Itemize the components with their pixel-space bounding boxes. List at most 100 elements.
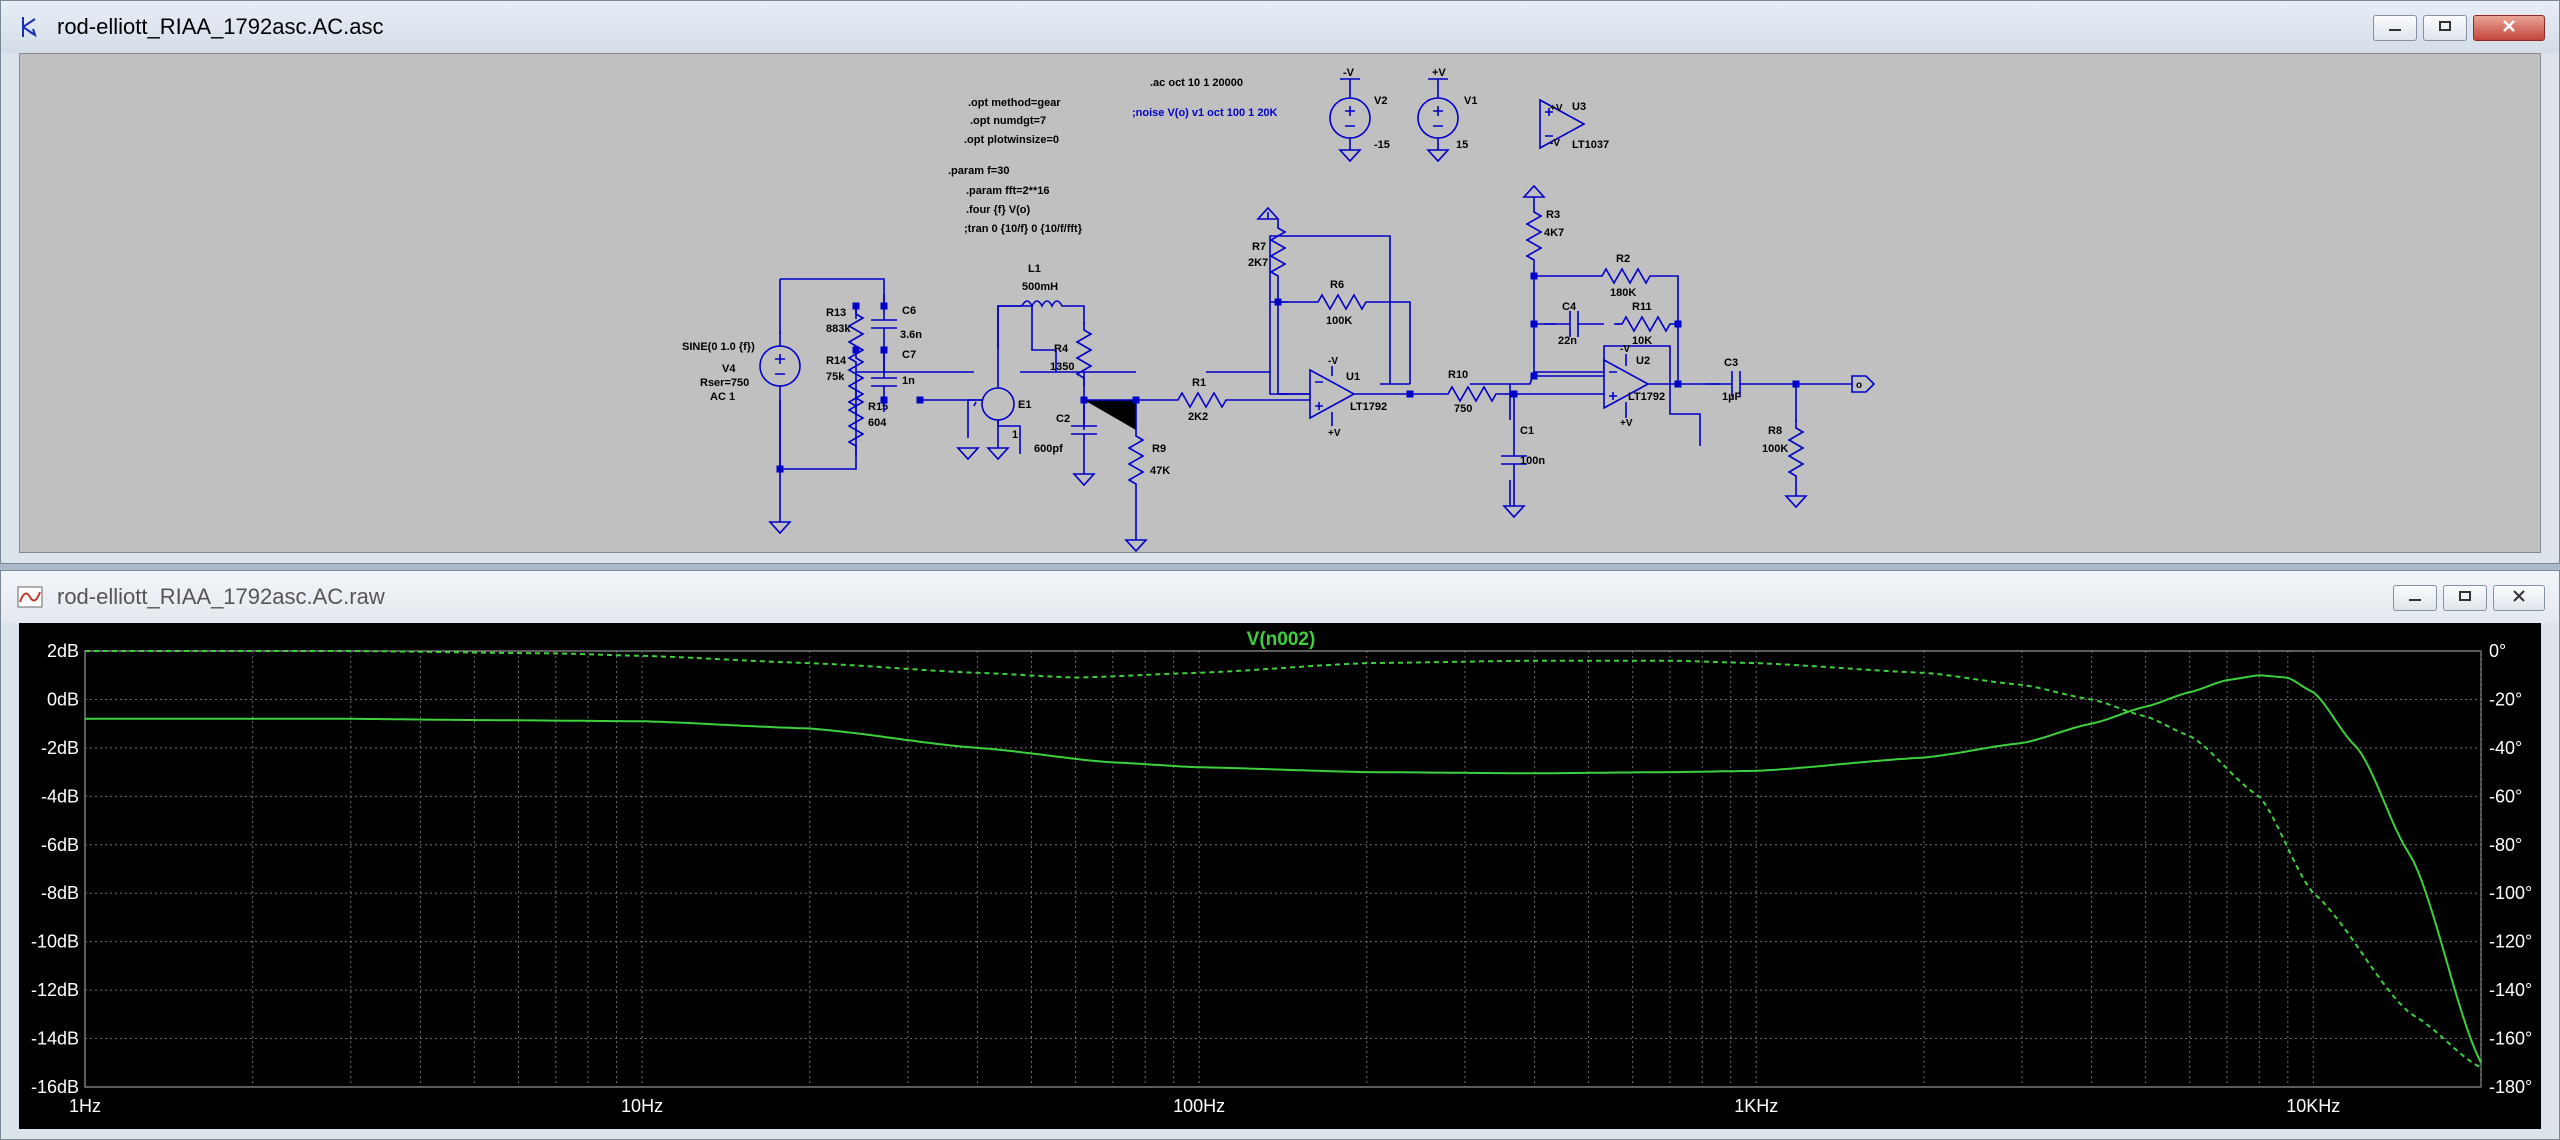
restore-icon: [2437, 19, 2453, 38]
l1-label: L1: [1028, 263, 1041, 275]
close-button[interactable]: [2473, 15, 2545, 41]
phase-trace[interactable]: [85, 650, 2482, 1069]
x-tick-label: 100Hz: [1173, 1096, 1225, 1116]
restore-icon: [2457, 589, 2473, 608]
vcvs-e1[interactable]: E1 1: [920, 349, 1031, 460]
v4-ac: AC 1: [710, 391, 735, 403]
c6-label: C6: [902, 305, 916, 317]
resistor-r15[interactable]: R15 604: [848, 389, 888, 455]
source-v4[interactable]: SINE(0 1.0 {f}) V4 Rser=750 AC 1: [682, 331, 801, 534]
directive-four[interactable]: .four {f} V(o): [966, 204, 1030, 216]
capacitor-c6[interactable]: C6 3.6n: [870, 293, 922, 355]
capacitor-c3[interactable]: C3 1µF: [1705, 357, 1767, 403]
resistor-r3[interactable]: R3 4K7: [1522, 184, 1564, 276]
plot-frame: [84, 650, 2482, 1088]
v1-value: 15: [1456, 139, 1468, 151]
v2-value: -15: [1374, 139, 1390, 151]
trace-label[interactable]: V(n002): [1247, 629, 1316, 650]
y-tick-label-left: -8dB: [41, 883, 79, 903]
opamp-u1[interactable]: -V +V U1 LT1792: [1278, 356, 1387, 439]
r3-label: R3: [1546, 209, 1560, 221]
r15-label: R15: [868, 401, 888, 413]
y-tick-label-left: -4dB: [41, 786, 79, 806]
schematic-window: rod-elliott_RIAA_1792asc.AC.asc .opt met…: [0, 0, 2560, 564]
magnitude-trace[interactable]: [85, 674, 2482, 1064]
opamp-u3[interactable]: +V -V U3 LT1037: [1539, 99, 1609, 151]
directive-param-fft[interactable]: .param fft=2**16: [966, 185, 1049, 197]
capacitor-c2[interactable]: C2 600pf: [1034, 399, 1098, 486]
c4-label: C4: [1562, 301, 1577, 313]
output-label: o: [1856, 380, 1862, 391]
resistor-r2[interactable]: R2 180K: [1534, 253, 1679, 382]
c3-value: 1µF: [1722, 391, 1741, 403]
c1-value: 100n: [1520, 455, 1545, 467]
r8-label: R8: [1768, 425, 1782, 437]
y-tick-label-right: -40°: [2489, 738, 2522, 758]
directive-param-f[interactable]: .param f=30: [948, 165, 1009, 177]
svg-text:-V: -V: [1343, 67, 1355, 79]
u3-value: LT1037: [1572, 139, 1609, 151]
resistor-r14[interactable]: R14 75k: [826, 349, 864, 415]
supply-v2[interactable]: -V V2 -15: [1329, 67, 1390, 162]
schematic-titlebar[interactable]: rod-elliott_RIAA_1792asc.AC.asc: [1, 1, 2559, 53]
plot-titlebar[interactable]: rod-elliott_RIAA_1792asc.AC.raw: [1, 571, 2559, 623]
directive-opt-method[interactable]: .opt method=gear: [968, 97, 1061, 109]
output-port[interactable]: o: [1851, 375, 1876, 393]
resistor-r1[interactable]: R1 2K2: [1136, 377, 1288, 423]
directive-opt-plotwinsize[interactable]: .opt plotwinsize=0: [964, 134, 1059, 146]
c4-value: 22n: [1558, 335, 1577, 347]
capacitor-c1[interactable]: C1 100n: [1500, 394, 1545, 518]
x-tick-label: 1KHz: [1734, 1096, 1778, 1116]
opamp-u2[interactable]: -V +V U2 LT1792: [1514, 344, 1665, 429]
supply-v1[interactable]: +V V1 15: [1417, 67, 1477, 162]
y-tick-label-right: -140°: [2489, 980, 2532, 1000]
plot-minimize-button[interactable]: [2393, 585, 2437, 611]
resistor-r9[interactable]: R9 47K: [1084, 399, 1170, 552]
plot-title: rod-elliott_RIAA_1792asc.AC.raw: [57, 584, 385, 609]
resistor-r7[interactable]: R7 2K7: [1248, 206, 1286, 302]
r10-label: R10: [1448, 369, 1468, 381]
resistor-r4[interactable]: R4 1350: [1050, 321, 1092, 387]
r1-value: 2K2: [1188, 411, 1208, 423]
spice-directives[interactable]: .opt method=gear .opt numdgt=7 .opt plot…: [948, 77, 1278, 235]
resistor-r11[interactable]: R11 10K: [1613, 301, 1679, 347]
close-icon: [2501, 19, 2517, 38]
plot-restore-button[interactable]: [2443, 585, 2487, 611]
capacitor-c4[interactable]: C4 22n: [1533, 276, 1620, 347]
x-tick-label: 10KHz: [2286, 1096, 2340, 1116]
svg-text:+V: +V: [1620, 418, 1633, 429]
y-tick-label-left: -12dB: [31, 980, 79, 1000]
r9-label: R9: [1152, 443, 1166, 455]
r10-value: 750: [1454, 403, 1472, 415]
directive-opt-numdgt[interactable]: .opt numdgt=7: [970, 115, 1046, 127]
y-tick-label-left: -10dB: [31, 932, 79, 952]
resistor-r13[interactable]: R13 883k: [826, 305, 864, 371]
inductor-l1[interactable]: L1 500mH: [997, 263, 1085, 349]
r11-label: R11: [1632, 301, 1652, 313]
directive-ac[interactable]: .ac oct 10 1 20000: [1150, 77, 1243, 89]
directive-tran[interactable]: ;tran 0 {10/f} 0 {10/f/fft}: [964, 223, 1083, 235]
capacitor-c7[interactable]: C7 1n: [870, 349, 916, 413]
u2-value: LT1792: [1628, 391, 1665, 403]
directive-noise[interactable]: ;noise V(o) v1 oct 100 1 20K: [1132, 107, 1278, 119]
u2-label: U2: [1636, 355, 1650, 367]
c2-label: C2: [1056, 413, 1070, 425]
c7-value: 1n: [902, 375, 915, 387]
plot-grid: [84, 650, 2482, 1088]
plot-close-button[interactable]: [2493, 585, 2545, 611]
resistor-r8[interactable]: R8 100K: [1762, 384, 1807, 508]
r15-value: 604: [868, 417, 887, 429]
resistor-r10[interactable]: R10 750: [1410, 369, 1514, 415]
restore-button[interactable]: [2423, 15, 2467, 41]
x-tick-label: 1Hz: [69, 1096, 101, 1116]
c2-value: 600pf: [1034, 443, 1063, 455]
schematic-app-icon: [15, 12, 45, 42]
y-tick-label-right: -60°: [2489, 786, 2522, 806]
r4-label: R4: [1054, 343, 1069, 355]
minimize-button[interactable]: [2373, 15, 2417, 41]
plot-traces[interactable]: [85, 650, 2482, 1069]
schematic-title: rod-elliott_RIAA_1792asc.AC.asc: [57, 14, 384, 39]
schematic-canvas[interactable]: .opt method=gear .opt numdgt=7 .opt plot…: [19, 53, 2541, 553]
